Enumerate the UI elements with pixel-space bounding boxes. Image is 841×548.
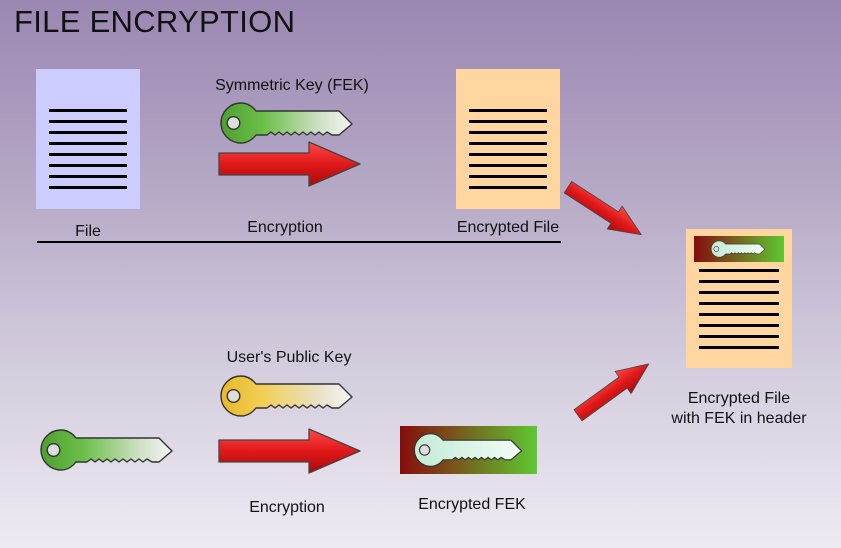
encryption-arrow-bottom <box>217 427 362 475</box>
encrypted-file-with-fek-line1: Encrypted File <box>687 390 791 407</box>
encrypted-file-label: Encrypted File <box>456 219 560 236</box>
file-label: File <box>75 223 101 240</box>
encryption-label-bottom: Encryption <box>249 499 325 516</box>
green-key-icon <box>219 101 354 145</box>
divider-line <box>37 241 561 243</box>
encrypted-key-icon <box>400 426 537 474</box>
encryption-label-top: Encryption <box>247 219 323 236</box>
encrypted-document-icon <box>456 69 560 209</box>
symmetric-key-label: Symmetric Key (FEK) <box>215 77 369 94</box>
encrypted-fek-label: Encrypted FEK <box>418 496 526 513</box>
page-title: FILE ENCRYPTION <box>14 4 296 39</box>
encrypted-fek-header <box>694 236 784 262</box>
green-key-icon <box>39 428 174 472</box>
encrypted-file-with-fek-line2: with FEK in header <box>671 410 807 427</box>
document-icon <box>36 69 140 209</box>
encrypted-file-with-fek-icon <box>686 229 792 368</box>
encrypted-file-with-fek-label: Encrypted File with FEK in header <box>650 389 828 429</box>
arrow-down-right <box>560 175 650 247</box>
encryption-arrow-top <box>217 140 362 188</box>
users-public-key-label: User's Public Key <box>226 349 352 366</box>
yellow-key-icon <box>219 374 354 418</box>
